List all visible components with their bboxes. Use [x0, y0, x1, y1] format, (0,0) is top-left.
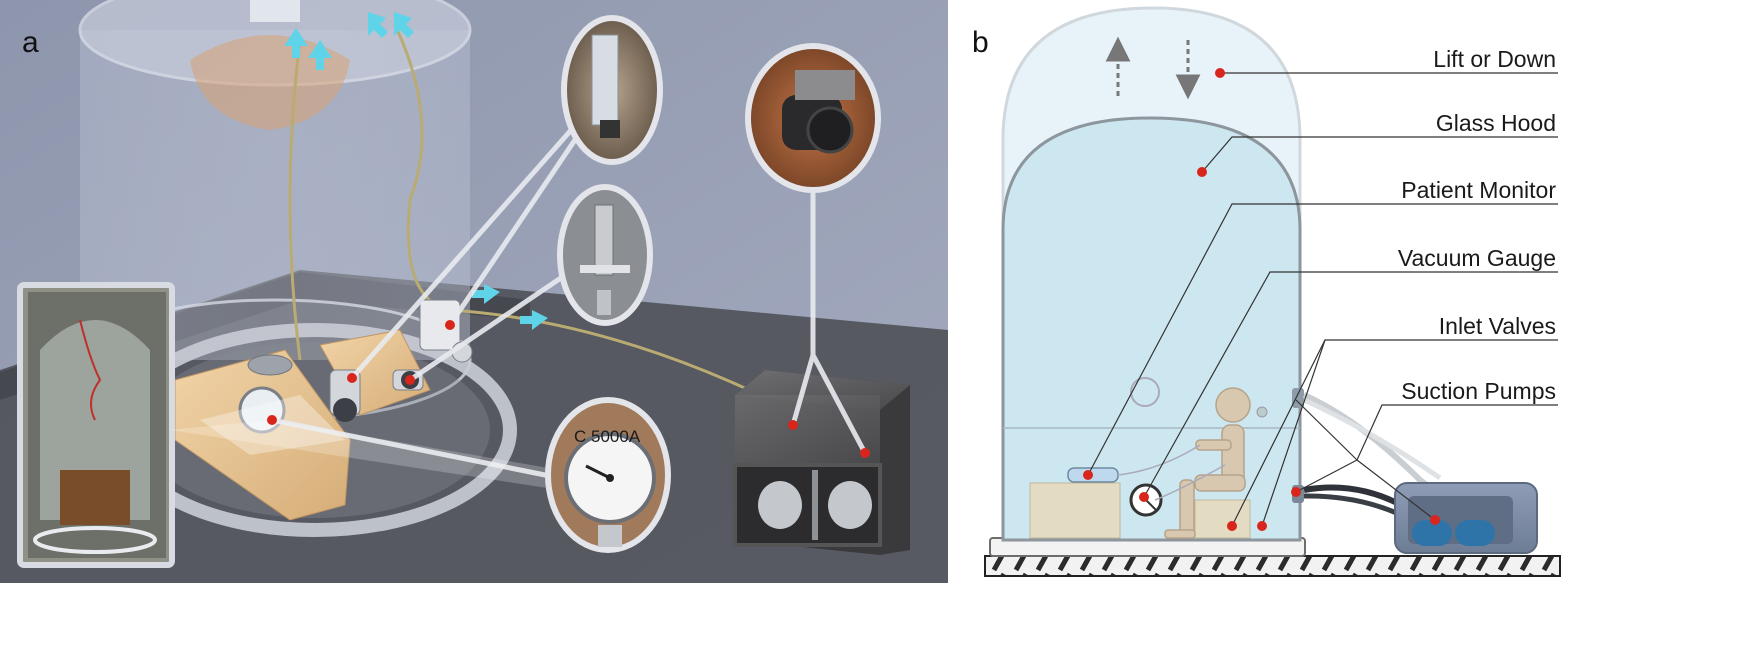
photo-vacuum-gauge: C 5000A [545, 397, 671, 553]
pump-box-3d [733, 370, 910, 555]
panel-a: C 5000A a [0, 0, 948, 583]
suction-pump-unit [1394, 482, 1538, 554]
glass-hood [1001, 116, 1302, 542]
leader-lines-b [1087, 72, 1558, 527]
panel-b-label: b [972, 26, 989, 59]
markers-a [267, 320, 870, 458]
glass-cylinder [78, 0, 472, 422]
panel-b: Lift or Down Glass Hood Patient Monitor … [972, 6, 1561, 577]
markers-b [1083, 68, 1440, 531]
ground-hatch [984, 555, 1561, 577]
valve-block [1194, 499, 1251, 539]
label-glass-hood: Glass Hood [1436, 110, 1556, 136]
panel-a-label: a [22, 26, 39, 59]
callout-labels: Lift or Down Glass Hood Patient Monitor … [1398, 46, 1556, 404]
gauge-label-text: C 5000A [574, 427, 641, 446]
table-block [1029, 482, 1121, 539]
inset-photo [17, 282, 175, 568]
seated-figure [1164, 387, 1251, 539]
photo-flowmeter [561, 15, 663, 165]
wooden-blocks [174, 329, 431, 521]
photo-valve [557, 184, 653, 326]
photo-motor [745, 43, 881, 193]
lift-arrows [1105, 36, 1201, 100]
leader-lines-a [170, 118, 868, 490]
label-suction-pumps: Suction Pumps [1401, 378, 1556, 404]
flow-arrows [284, 12, 548, 330]
tube-left [288, 39, 302, 361]
label-patient-monitor: Patient Monitor [1401, 177, 1556, 203]
label-lift-or-down: Lift or Down [1433, 46, 1556, 72]
label-inlet-valves: Inlet Valves [1439, 313, 1556, 339]
label-vacuum-gauge: Vacuum Gauge [1398, 245, 1556, 271]
